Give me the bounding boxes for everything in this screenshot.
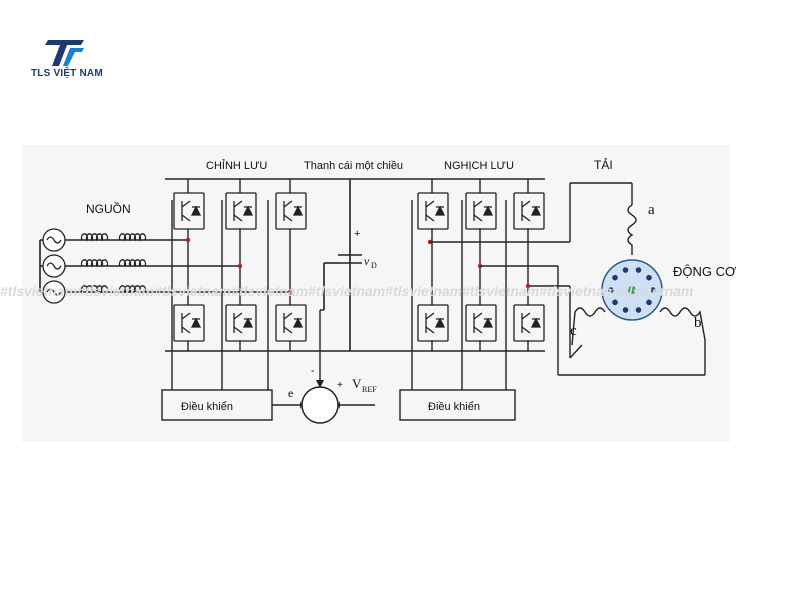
controller-right-label: Điều khiển: [428, 401, 480, 413]
igbt-switch-icon: [513, 304, 545, 342]
rectifier-bridge: [173, 179, 307, 351]
sum-minus-label: -: [311, 365, 315, 377]
igbt-switch-icon: [225, 192, 257, 230]
igbt-switch-icon: [465, 304, 497, 342]
dc-bus-label: Thanh cái một chiều: [304, 160, 403, 172]
load-label: TẢI: [594, 157, 613, 172]
igbt-switch-icon: [513, 192, 545, 230]
inductor-icon: [118, 285, 147, 294]
sum-plus-label: +: [337, 380, 343, 391]
igbt-switch-icon: [275, 192, 307, 230]
junction-dot: [185, 237, 191, 243]
vd-label: v: [364, 254, 370, 268]
inductor-icon: [118, 233, 147, 242]
junction-dot: [287, 289, 293, 295]
ac-source-icon: [42, 280, 66, 304]
ac-source-icon: [42, 254, 66, 278]
logo-text: TLS VIỆT NAM: [31, 68, 103, 79]
tls-logo-icon: [45, 40, 84, 66]
source-label: NGUỒN: [86, 201, 131, 216]
inductor-icon: [80, 259, 109, 268]
motor-label: ĐỘNG CƠ: [673, 264, 736, 279]
capacitor-plus-label: +: [354, 228, 360, 240]
source-inductors: [80, 233, 147, 294]
junction-dot: [525, 283, 531, 289]
inductor-icon: [80, 233, 109, 242]
ac-source-icon: [42, 228, 66, 252]
inverter-bridge: [417, 179, 545, 351]
igbt-switch-icon: [465, 192, 497, 230]
igbt-switch-icon: [173, 192, 205, 230]
igbt-switch-icon: [275, 304, 307, 342]
phase-c-label: c: [570, 323, 577, 339]
error-label: e: [288, 386, 293, 400]
vref-label: V: [352, 376, 362, 391]
vd-subscript: D: [371, 261, 377, 270]
motor-icon: [571, 204, 706, 346]
watermark: #tlsvietnam#tlsvietnam#tlsvietnam#tlsvie…: [0, 283, 693, 299]
inverter-label: NGHỊCH LƯU: [444, 160, 514, 172]
rectifier-label: CHỈNH LƯU: [206, 159, 267, 172]
igbt-switch-icon: [417, 304, 449, 342]
ac-source-group: [42, 228, 66, 304]
phase-a-label: a: [648, 202, 655, 218]
summing-junction-icon: [301, 386, 339, 424]
igbt-switch-icon: [225, 304, 257, 342]
dc-link-capacitor: [323, 254, 362, 310]
inductor-icon: [118, 259, 147, 268]
phase-b-label: b: [694, 315, 702, 331]
igbt-switch-icon: [417, 192, 449, 230]
junction-dot: [237, 263, 243, 269]
inductor-icon: [80, 285, 109, 294]
controller-left-label: Điều khiển: [181, 401, 233, 413]
igbt-switch-icon: [173, 304, 205, 342]
vref-subscript: REF: [362, 385, 377, 394]
